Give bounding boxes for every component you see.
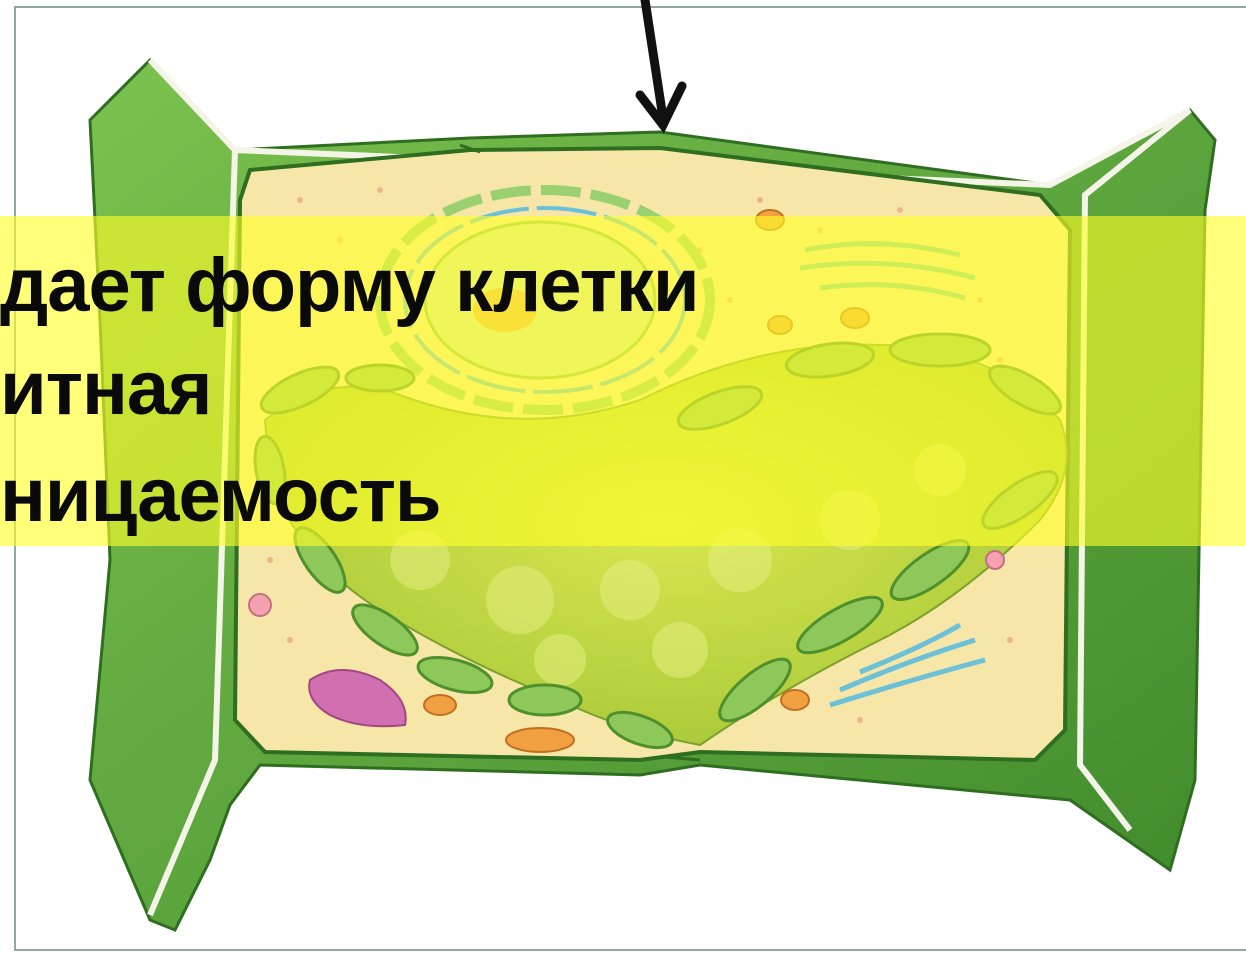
caption-line-3: ницаемость: [0, 458, 441, 534]
caption-line-2: итная: [0, 351, 211, 427]
arrow-icon: [640, 0, 682, 125]
caption-line-1: дает форму клетки: [0, 248, 699, 324]
